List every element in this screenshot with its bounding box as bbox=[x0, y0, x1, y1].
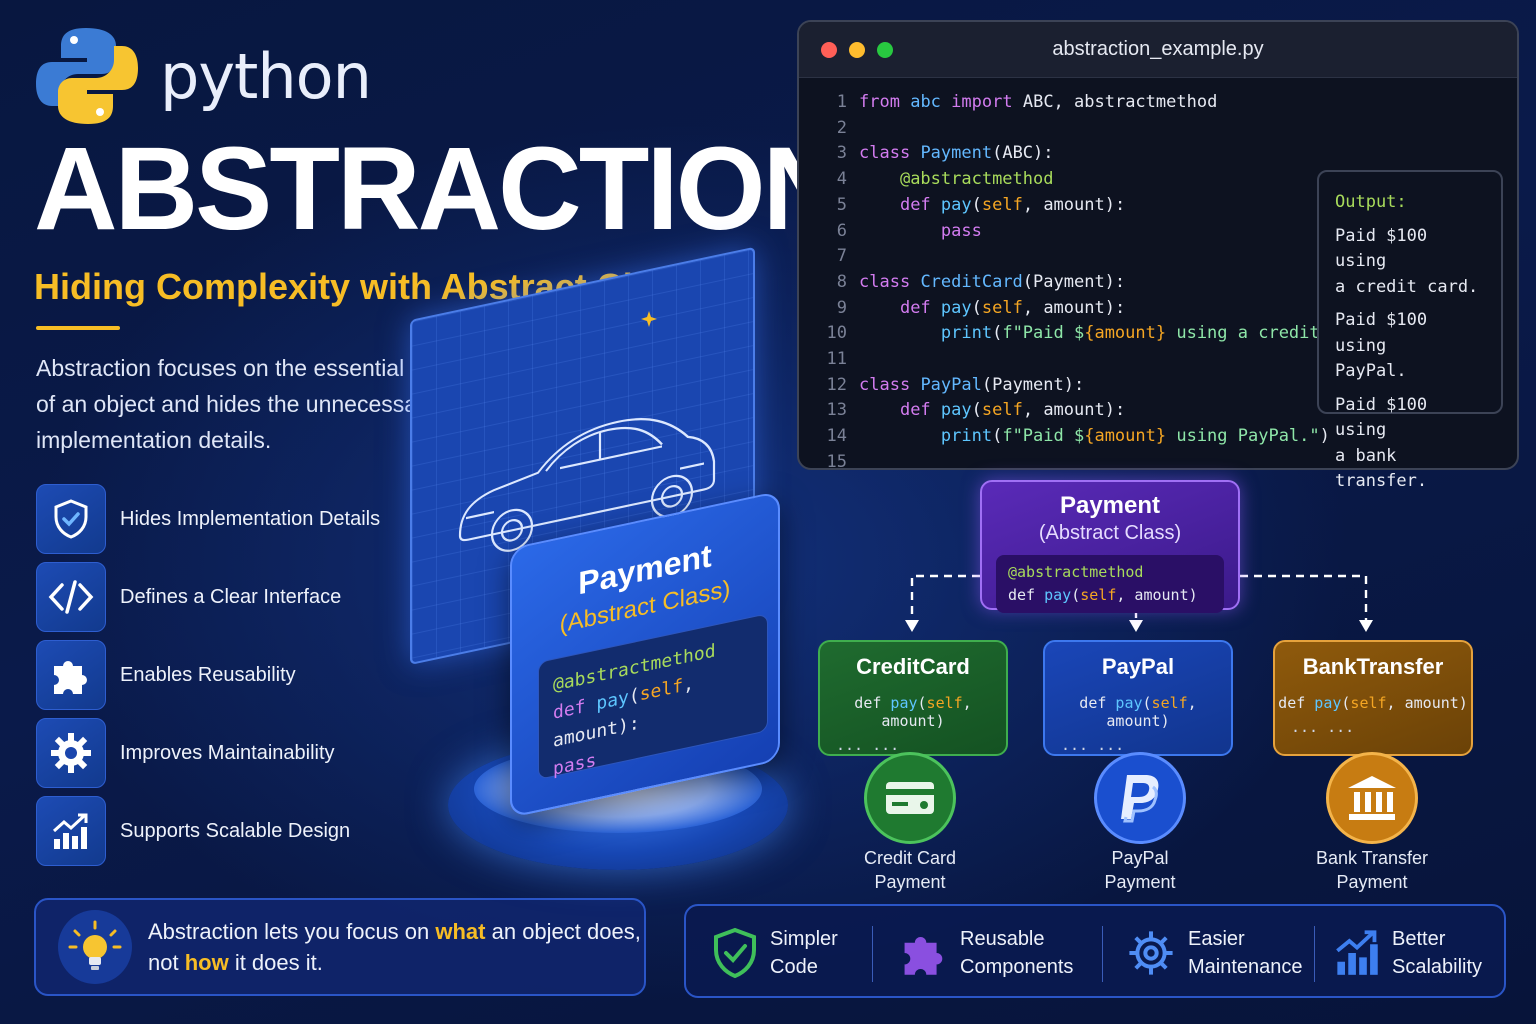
car-outline-icon bbox=[458, 418, 716, 552]
payment-abstract-card: Payment (Abstract Class) @abstractmethod… bbox=[510, 490, 780, 818]
feature-label: Hides Implementation Details bbox=[120, 507, 381, 530]
subclass-banktransfer: BankTransfer def pay(self, amount) ... .… bbox=[1273, 640, 1473, 756]
feature-label: Improves Maintainability bbox=[120, 741, 335, 764]
divider bbox=[1314, 926, 1315, 982]
code-line: 5 def pay(self, amount): bbox=[836, 194, 1126, 215]
code-line: 4 @abstractmethod bbox=[836, 169, 1054, 190]
code-line: 9 def pay(self, amount): bbox=[836, 297, 1126, 318]
puzzle-icon bbox=[54, 660, 87, 694]
paypal-icon bbox=[1121, 775, 1159, 823]
divider bbox=[1102, 926, 1103, 982]
feature-label: Defines a Clear Interface bbox=[120, 585, 342, 608]
window-maximize-button[interactable] bbox=[877, 42, 893, 58]
editor-title-bar: abstraction_example.py bbox=[799, 22, 1517, 78]
lightbulb-icon bbox=[68, 920, 122, 970]
code-line: 7 bbox=[836, 246, 847, 267]
code-line: 6 pass bbox=[836, 220, 982, 241]
puzzle-icon bbox=[904, 936, 943, 975]
growth-chart-icon bbox=[1336, 930, 1378, 975]
code-line: 2 bbox=[836, 117, 847, 138]
sparkle-icon bbox=[641, 311, 657, 327]
card-code: @abstractmethod def pay(self, amount): p… bbox=[538, 613, 768, 781]
shield-check-icon bbox=[54, 499, 88, 539]
bank-icon bbox=[1348, 776, 1396, 820]
abstract-class-payment: Payment (Abstract Class) @abstractmethod… bbox=[980, 480, 1240, 613]
tip-text: Abstraction lets you focus on what an ob… bbox=[148, 919, 641, 975]
feature-item-reusability: Enables Reusability bbox=[36, 640, 456, 710]
paypal-badge bbox=[1094, 752, 1186, 844]
divider bbox=[872, 926, 873, 982]
blueprint-panel bbox=[410, 246, 755, 666]
code-line: 11 bbox=[826, 349, 847, 370]
page-title: ABSTRACTION bbox=[34, 123, 846, 255]
subclass-paypal: PayPal def pay(self, amount) ... ... bbox=[1043, 640, 1233, 756]
feature-item-hides-details: Hides Implementation Details bbox=[36, 484, 456, 554]
code-brackets-icon bbox=[48, 580, 94, 614]
python-logo-icon bbox=[36, 28, 138, 124]
tip-box: Abstraction lets you focus on what an ob… bbox=[34, 898, 646, 996]
growth-chart-icon bbox=[52, 813, 88, 849]
code-line: 10 print(f"Paid ${amount} using a credit… bbox=[826, 323, 1402, 344]
credit-card-icon bbox=[886, 782, 934, 814]
feature-label: Enables Reusability bbox=[120, 663, 296, 686]
bank-badge bbox=[1326, 752, 1418, 844]
brand-name: python bbox=[160, 40, 372, 113]
window-close-button[interactable] bbox=[821, 42, 837, 58]
feature-label: Supports Scalable Design bbox=[120, 819, 351, 842]
feature-item-scalable-design: Supports Scalable Design bbox=[36, 796, 456, 866]
gear-icon bbox=[51, 733, 91, 773]
credit-card-badge bbox=[864, 752, 956, 844]
code-line: 15 bbox=[826, 451, 847, 470]
feature-item-maintainability: Improves Maintainability bbox=[36, 718, 456, 788]
feature-item-clear-interface: Defines a Clear Interface bbox=[36, 562, 456, 632]
subtitle-underline bbox=[36, 326, 120, 330]
subclass-creditcard: CreditCard def pay(self, amount) ... ... bbox=[818, 640, 1008, 756]
code-line: 14 print(f"Paid ${amount} using PayPal."… bbox=[826, 426, 1330, 447]
output-heading: Output: bbox=[1335, 192, 1407, 212]
code-line: 13 def pay(self, amount): bbox=[826, 400, 1126, 421]
gear-icon bbox=[1129, 931, 1173, 975]
abstract-method-code: @abstractmethod def pay(self, amount) bbox=[996, 555, 1224, 613]
shield-check-icon bbox=[714, 927, 756, 979]
file-name: abstraction_example.py bbox=[1052, 38, 1264, 60]
window-minimize-button[interactable] bbox=[849, 42, 865, 58]
